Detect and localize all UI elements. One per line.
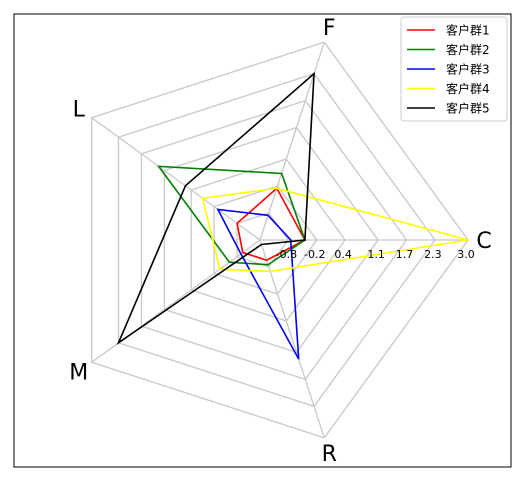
axis-label-F: F: [323, 16, 336, 41]
grid-ring-0: [236, 212, 290, 268]
axis-label-layer: F C R M L: [69, 16, 491, 467]
series-layer: [116, 71, 469, 360]
radial-tick-label: 0.4: [334, 248, 352, 261]
series-line-3: [216, 208, 300, 360]
legend: 客户群1 客户群2 客户群3 客户群4 客户群5: [400, 16, 508, 122]
radial-tick-label: 2.3: [424, 248, 442, 261]
spoke-R: [259, 239, 325, 439]
axis-label-C: C: [476, 229, 491, 254]
radial-tick-label: 3.0: [457, 248, 475, 261]
series-line-2: [156, 165, 306, 266]
legend-label-3: 客户群3: [446, 62, 490, 77]
legend-frame: [400, 16, 508, 122]
grid-ring-1: [213, 185, 318, 295]
radial-tick-label: -0.8: [276, 248, 297, 261]
grid-ring-4: [140, 99, 408, 381]
radial-tick-label: 1.7: [396, 248, 414, 261]
series-line-4: [201, 187, 469, 273]
series-line-1: [236, 187, 306, 262]
radial-tick-label: -0.2: [304, 248, 325, 261]
grid-ring-2: [190, 158, 346, 322]
axis-label-L: L: [73, 97, 86, 122]
grid-ring-5: [117, 72, 436, 408]
legend-label-4: 客户群4: [446, 81, 490, 96]
axis-label-M: M: [69, 361, 88, 386]
legend-label-2: 客户群2: [446, 42, 490, 57]
grid-ring-6: [91, 41, 469, 439]
spoke-L: [91, 117, 261, 241]
legend-label-5: 客户群5: [446, 101, 490, 116]
grid-layer: [91, 41, 469, 439]
series-line-5: [116, 71, 315, 346]
radial-tick-label: 1.1: [367, 248, 385, 261]
tick-layer: -0.8 -0.2 0.4 1.1 1.7 2.3 3.0: [276, 248, 475, 261]
legend-label-1: 客户群1: [446, 23, 490, 38]
axis-label-R: R: [322, 442, 337, 467]
grid-ring-3: [163, 126, 379, 354]
